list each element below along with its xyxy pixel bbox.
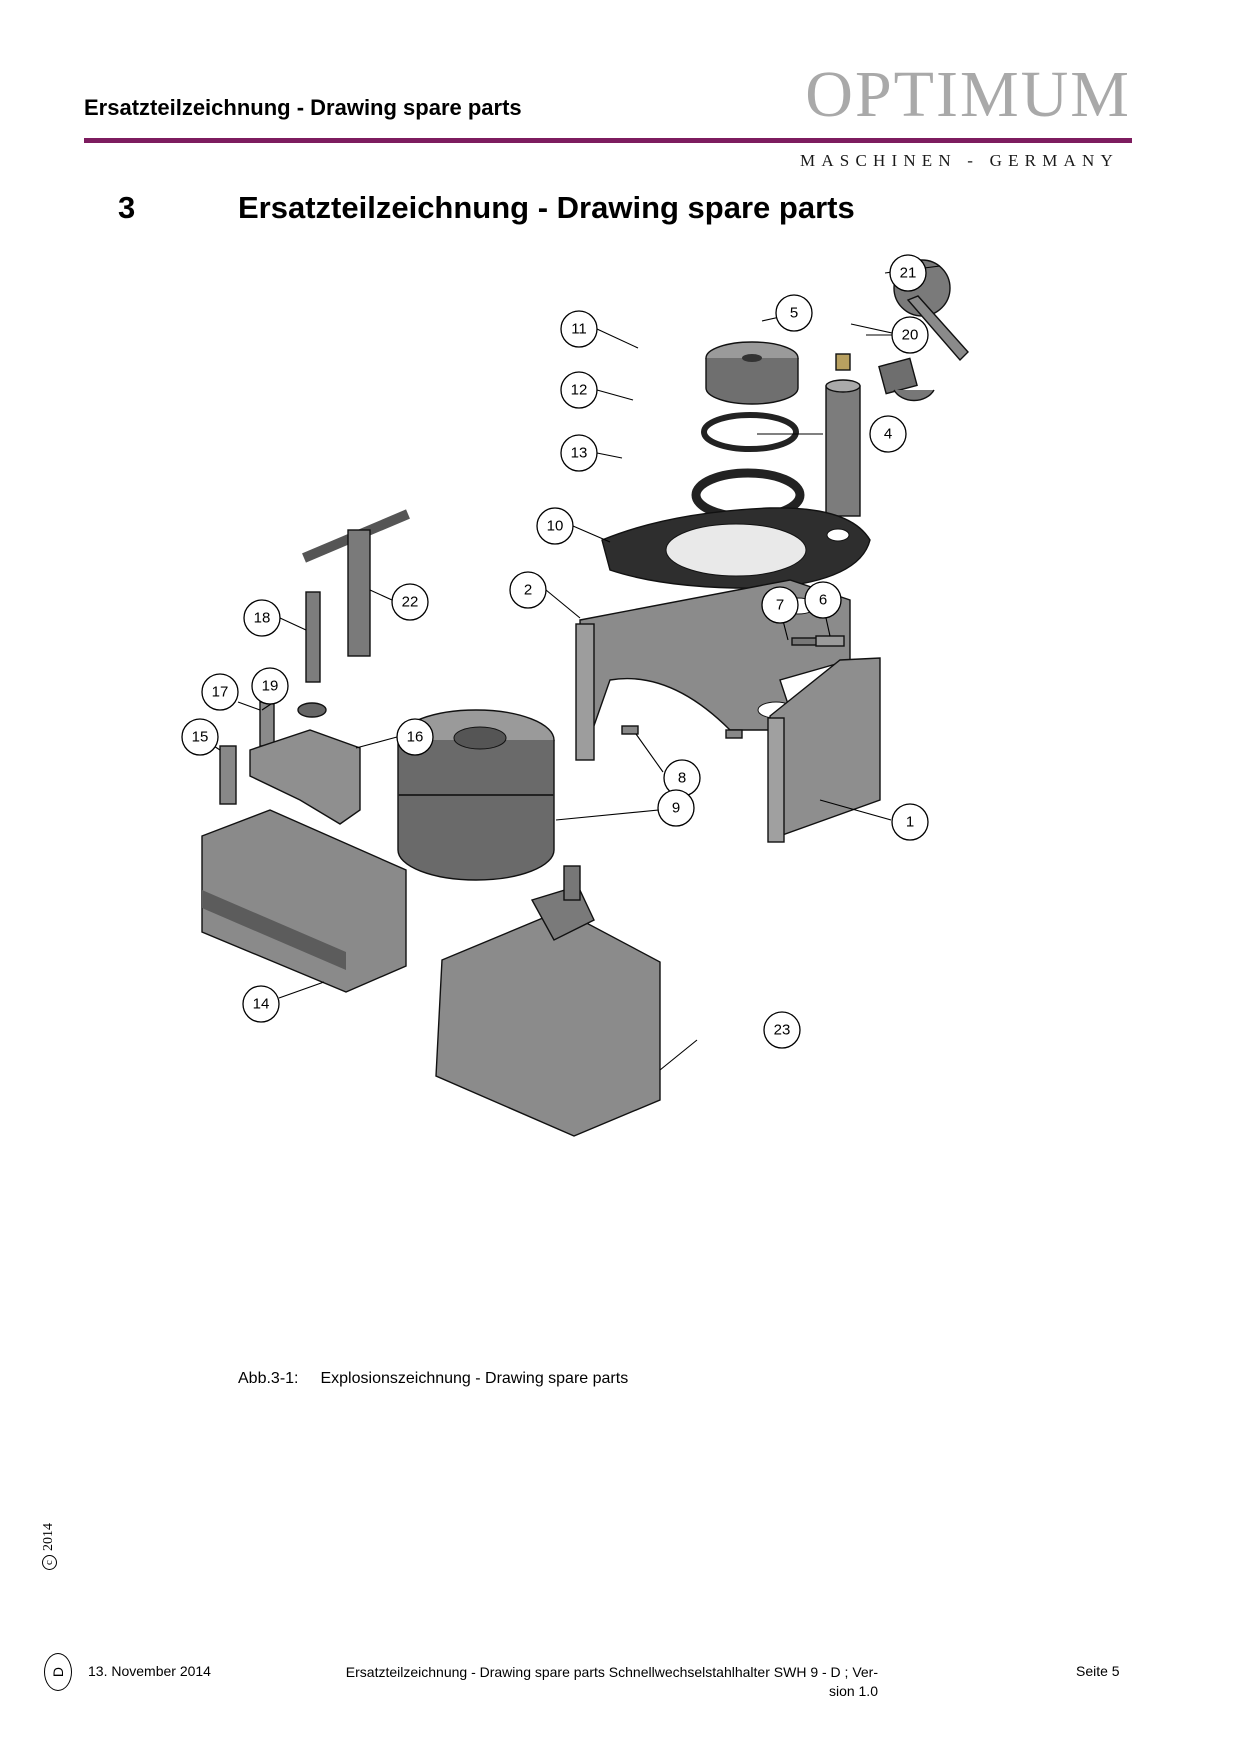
callout-2: 2 — [509, 571, 547, 609]
callout-9: 9 — [657, 789, 695, 827]
callout-1: 1 — [891, 803, 929, 841]
svg-text:5: 5 — [790, 305, 798, 322]
part-cap-illustration — [705, 341, 799, 405]
exploded-drawing: 21 20 5 11 12 13 4 10 2 7 6 8 9 1 22 18 … — [170, 240, 1070, 1290]
optimum-logo: OPTIMUM — [786, 62, 1131, 128]
svg-text:14: 14 — [253, 996, 270, 1013]
logo-wordmark: OPTIMUM — [805, 58, 1131, 131]
language-code: D — [50, 1666, 66, 1678]
callout-5: 5 — [775, 294, 813, 332]
part-holder-23-illustration — [435, 865, 661, 1137]
svg-text:23: 23 — [774, 1022, 791, 1039]
callout-23: 23 — [763, 1011, 801, 1049]
svg-text:4: 4 — [884, 426, 892, 443]
svg-text:12: 12 — [571, 382, 588, 399]
callout-4: 4 — [869, 415, 907, 453]
copyright-icon: c — [42, 1555, 57, 1570]
svg-text:22: 22 — [402, 594, 419, 611]
svg-text:1: 1 — [906, 814, 914, 831]
svg-text:13: 13 — [571, 445, 588, 462]
footer-doc-line1: Ersatzteilzeichnung - Drawing spare part… — [345, 1664, 878, 1680]
copyright-year: 2014 — [41, 1523, 56, 1551]
callout-11: 11 — [560, 310, 598, 348]
part-pins-illustration — [621, 635, 845, 739]
section-number: 3 — [118, 190, 136, 225]
callout-20: 20 — [891, 316, 929, 354]
part-scale-plate-illustration — [601, 507, 871, 589]
footer-doc-line2: sion 1.0 — [828, 1683, 878, 1699]
copyright-notice: c 2014 — [41, 1500, 63, 1570]
svg-text:6: 6 — [819, 592, 827, 609]
caption-label: Abb.3-1: — [238, 1370, 299, 1387]
callout-10: 10 — [536, 507, 574, 545]
section-title: Ersatzteilzeichnung - Drawing spare part… — [238, 190, 855, 225]
callout-18: 18 — [243, 599, 281, 637]
part-spindle-illustration — [825, 353, 861, 517]
figure-caption: Abb.3-1: Explosionszeichnung - Drawing sp… — [238, 1370, 628, 1388]
header-title: Ersatzteilzeichnung - Drawing spare part… — [84, 95, 522, 120]
callout-19: 19 — [251, 667, 289, 705]
svg-text:17: 17 — [212, 684, 229, 701]
svg-text:7: 7 — [776, 597, 784, 614]
callout-8: 8 — [663, 759, 701, 797]
part-ring-12-illustration — [701, 412, 799, 452]
part-body-1-illustration — [767, 657, 881, 843]
part-screws-illustration — [219, 591, 361, 825]
caption-text: Explosionszeichnung - Drawing spare part… — [320, 1370, 629, 1387]
svg-text:18: 18 — [254, 610, 271, 627]
footer-document-title: Ersatzteilzeichnung - Drawing spare part… — [318, 1663, 878, 1701]
footer-date: 13. November 2014 — [88, 1663, 211, 1679]
svg-text:10: 10 — [547, 518, 564, 535]
footer-page-number: Seite 5 — [1076, 1663, 1120, 1679]
svg-text:20: 20 — [902, 327, 919, 344]
part-holder-14-illustration — [201, 809, 407, 993]
callout-7: 7 — [761, 586, 799, 624]
svg-text:19: 19 — [262, 678, 279, 695]
callout-14: 14 — [242, 985, 280, 1023]
logo-subtitle: MASCHINEN - GERMANY — [800, 151, 1119, 170]
callout-21: 21 — [889, 254, 927, 292]
language-badge: D — [44, 1653, 72, 1691]
part-t-wrench-illustration — [302, 509, 410, 657]
callout-16: 16 — [396, 718, 434, 756]
svg-text:16: 16 — [407, 729, 424, 746]
header-rule — [84, 138, 1132, 143]
callout-22: 22 — [391, 583, 429, 621]
svg-text:15: 15 — [192, 729, 209, 746]
svg-text:9: 9 — [672, 800, 680, 817]
exploded-drawing-svg: 21 20 5 11 12 13 4 10 2 7 6 8 9 1 22 18 … — [181, 254, 969, 1137]
svg-text:21: 21 — [900, 265, 917, 282]
callout-17: 17 — [201, 673, 239, 711]
svg-text:11: 11 — [571, 321, 587, 338]
callout-13: 13 — [560, 434, 598, 472]
part-gear-illustration — [397, 709, 555, 881]
callout-12: 12 — [560, 371, 598, 409]
svg-text:8: 8 — [678, 770, 686, 787]
svg-text:2: 2 — [524, 582, 532, 599]
callout-15: 15 — [181, 718, 219, 756]
callout-6: 6 — [804, 581, 842, 619]
